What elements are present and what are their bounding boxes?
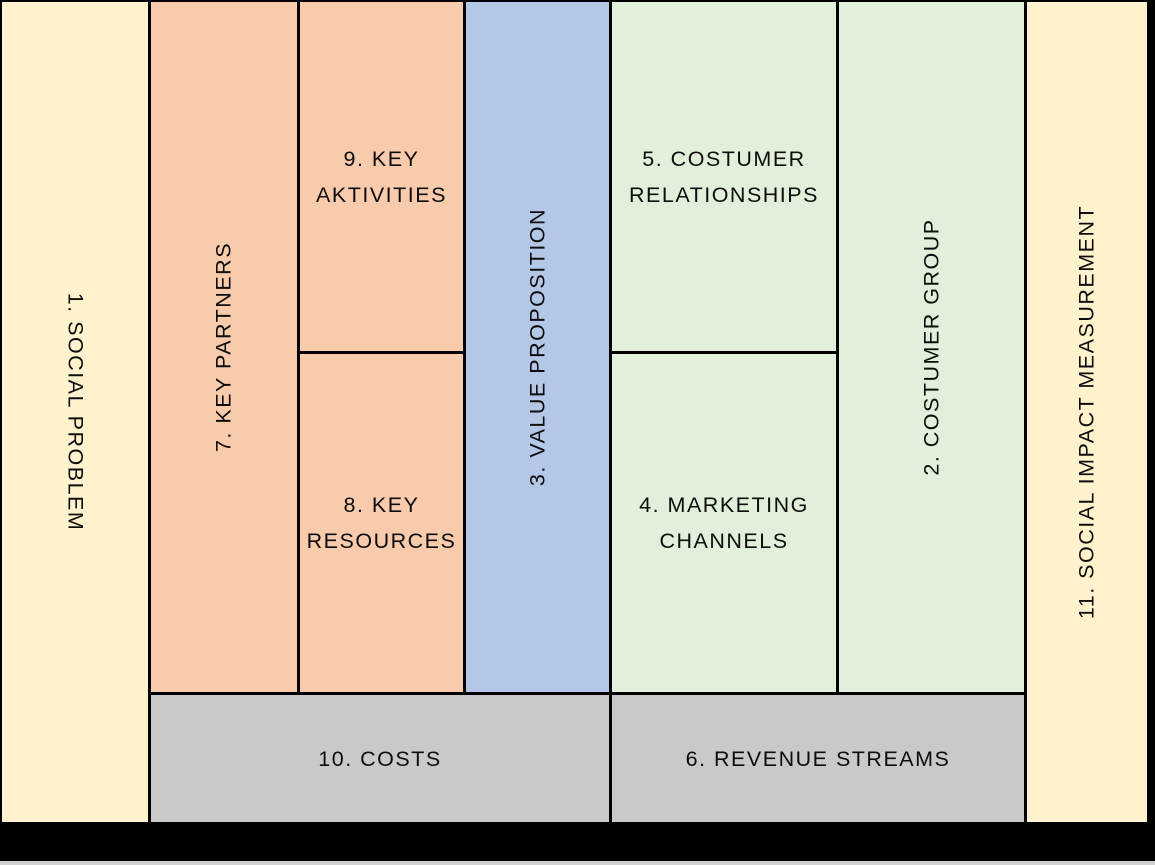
cell-label-revenue-streams: 6. REVENUE STREAMS bbox=[612, 695, 1024, 822]
cell-key-activities: 9. KEY AKTIVITIES bbox=[300, 2, 463, 351]
cell-label-line: 4. MARKETING bbox=[639, 493, 809, 517]
cell-label-customer-relationships: 5. COSTUMER RELATIONSHIPS bbox=[612, 2, 836, 351]
cell-label-value-proposition: 3. VALUE PROPOSITION bbox=[525, 207, 549, 487]
cell-label-social-impact-measurement: 11. SOCIAL IMPACT MEASUREMENT bbox=[1074, 204, 1099, 620]
cell-label-line: CHANNELS bbox=[659, 529, 789, 553]
cell-label-key-partners: 7. KEY PARTNERS bbox=[211, 241, 236, 453]
cell-marketing-channels: 4. MARKETING CHANNELS bbox=[612, 354, 836, 692]
bottom-edge-strip bbox=[0, 861, 1155, 865]
cell-label-line: 5. COSTUMER bbox=[642, 146, 806, 171]
cell-label-key-activities: 9. KEY AKTIVITIES bbox=[300, 2, 463, 351]
cell-label-line: RESOURCES bbox=[306, 529, 457, 553]
cell-label-line: RELATIONSHIPS bbox=[629, 182, 819, 207]
cell-label-key-resources: 8. KEY RESOURCES bbox=[300, 354, 463, 692]
cell-label-line: 9. KEY bbox=[343, 146, 420, 171]
cell-customer-group: 2. COSTUMER GROUP bbox=[839, 2, 1024, 692]
cell-costs: 10. COSTS bbox=[151, 695, 609, 822]
cell-label-line: 10. COSTS bbox=[318, 746, 442, 771]
cell-revenue-streams: 6. REVENUE STREAMS bbox=[612, 695, 1024, 822]
cell-label-line: AKTIVITIES bbox=[316, 182, 447, 207]
cell-key-resources: 8. KEY RESOURCES bbox=[300, 354, 463, 692]
cell-label-line: 8. KEY bbox=[343, 493, 420, 517]
cell-label-marketing-channels: 4. MARKETING CHANNELS bbox=[612, 354, 836, 692]
cell-label-social-problem: 1. SOCIAL PROBLEM bbox=[63, 292, 88, 532]
cell-label-line: 6. REVENUE STREAMS bbox=[685, 746, 951, 771]
cell-customer-relationships: 5. COSTUMER RELATIONSHIPS bbox=[612, 2, 836, 351]
cell-social-impact-measurement: 11. SOCIAL IMPACT MEASUREMENT bbox=[1027, 2, 1147, 822]
cell-value-proposition: 3. VALUE PROPOSITION bbox=[466, 2, 609, 692]
cell-label-costs: 10. COSTS bbox=[151, 695, 609, 822]
cell-label-customer-group: 2. COSTUMER GROUP bbox=[919, 218, 943, 476]
cell-key-partners: 7. KEY PARTNERS bbox=[151, 2, 297, 692]
cell-social-problem: 1. SOCIAL PROBLEM bbox=[2, 2, 148, 822]
